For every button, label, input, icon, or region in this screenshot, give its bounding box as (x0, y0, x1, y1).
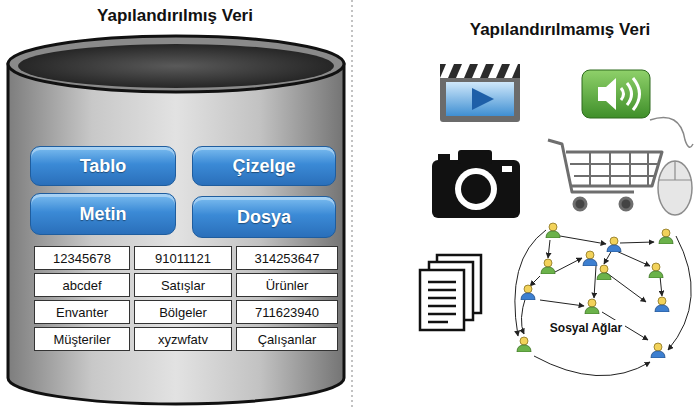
table-cell: 12345678 (34, 246, 130, 270)
table-cell: Müşteriler (34, 327, 130, 351)
band-label: Dosya (237, 207, 291, 228)
table-cell: Bölgeler (134, 300, 232, 324)
table-cell: 314253647 (236, 246, 338, 270)
table-cell: Satışlar (134, 273, 232, 297)
video-icon (440, 64, 520, 122)
database-cylinder: Tablo ÇizelgeMetin Dosya Yapılandırılmış Ve… (0, 0, 350, 409)
table-cell: Ürünler (236, 273, 338, 297)
data-band: Dosya (192, 196, 336, 238)
band-label: Metin (80, 204, 127, 225)
table-cell: xyzwfatv (134, 327, 232, 351)
table-cell: abcdef (34, 273, 130, 297)
table-cell: Çalışanlar (236, 327, 338, 351)
data-band: Çizelge (192, 146, 336, 186)
section-heading: Yapılandırılmamış Veri (470, 20, 650, 40)
camera-icon (432, 150, 520, 218)
table-cell: 91011121 (134, 246, 232, 270)
social-network (515, 230, 691, 376)
band-label: Tablo (80, 156, 127, 177)
data-band: Tablo (30, 146, 176, 186)
section-heading: Yapılandırılmış Veri (97, 6, 253, 26)
documents-icon (420, 255, 481, 330)
speaker-icon (582, 70, 650, 118)
table-cell: 711623940 (236, 300, 338, 324)
data-band: Metin (30, 193, 176, 235)
mouse-icon (650, 118, 693, 216)
band-label: Çizelge (232, 156, 295, 177)
divider (351, 0, 352, 409)
table-cell: Envanter (34, 300, 130, 324)
network-label: Sosyal Ağlar (547, 320, 625, 336)
person-icons (517, 223, 673, 358)
cart-icon (548, 140, 662, 210)
